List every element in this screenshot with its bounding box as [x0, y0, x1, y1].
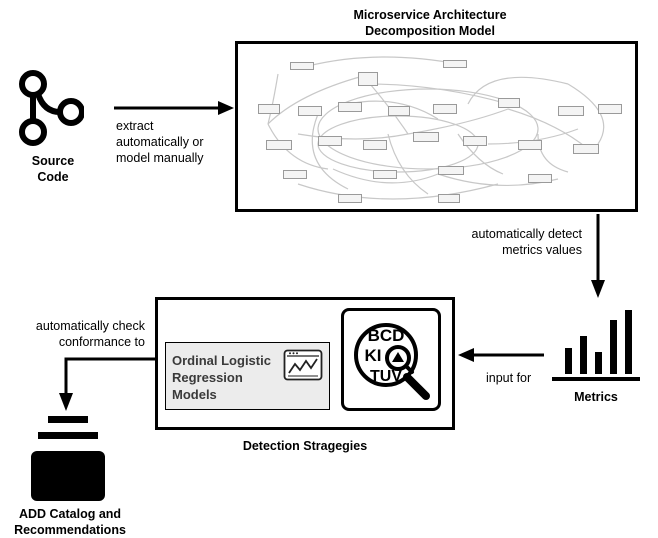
git-branch-icon: [19, 70, 84, 146]
diagram-title: Microservice Architecture Decomposition …: [330, 7, 530, 39]
graph-node: [438, 166, 464, 175]
graph-node: [298, 106, 322, 116]
extract-line3: model manually: [116, 151, 204, 165]
catalog-label: ADD Catalog and Recommendations: [2, 506, 138, 538]
graph-node: [363, 140, 387, 150]
graph-node: [338, 102, 362, 112]
diagram-title-line1: Microservice Architecture: [353, 8, 507, 22]
source-code-label: Source Code: [18, 153, 88, 185]
letters-row1: BCD: [368, 326, 405, 345]
graph-node: [573, 144, 599, 154]
arrow-extract: [114, 101, 234, 115]
arrow-detect: [591, 214, 605, 298]
olr-line3: Models: [172, 387, 217, 402]
graph-node: [463, 136, 487, 146]
graph-node: [433, 104, 457, 114]
graph-node: [358, 72, 378, 86]
arrow-input: [458, 348, 544, 362]
extract-line1: extract: [116, 119, 154, 133]
graph-node: [388, 106, 410, 116]
olr-line1: Ordinal Logistic: [172, 353, 271, 368]
graph-node: [318, 136, 342, 146]
metrics-label: Metrics: [574, 390, 618, 404]
graph-node: [518, 140, 542, 150]
letters-row3: TUV: [370, 368, 402, 385]
catalog-line1: ADD Catalog and: [18, 507, 122, 521]
check-line2: conformance to: [58, 335, 145, 349]
graph-node: [338, 194, 362, 203]
extract-label: extract automatically or model manually: [116, 118, 236, 166]
graph-node: [438, 194, 460, 203]
arrow-check: [59, 357, 155, 411]
graph-node: [258, 104, 280, 114]
diagram-title-line2: Decomposition Model: [365, 24, 495, 38]
source-code-line1: Source: [31, 154, 75, 168]
search-analysis-box: BCD KI TUV: [341, 308, 441, 411]
graph-node: [443, 60, 467, 68]
line-chart-icon: [283, 349, 323, 381]
graph-node: [558, 106, 584, 116]
graph-node: [528, 174, 552, 183]
catalog-line2: Recommendations: [14, 523, 126, 537]
detect-line1: automatically detect: [471, 227, 582, 241]
source-code-line2: Code: [37, 170, 69, 184]
detect-label: automatically detect metrics values: [470, 226, 582, 258]
extract-line2: automatically or: [116, 135, 204, 149]
letters-row2: KI: [365, 346, 382, 365]
graph-node: [373, 170, 397, 179]
decomposition-model-box: [235, 41, 638, 212]
bar-chart-icon: [552, 310, 640, 381]
detect-line2: metrics values: [502, 243, 582, 257]
graph-node: [290, 62, 314, 70]
check-line1: automatically check: [35, 319, 145, 333]
graph-node: [498, 98, 520, 108]
input-label: input for: [486, 371, 532, 385]
olr-models-label: Ordinal Logistic Regression Models: [172, 352, 282, 403]
check-label: automatically check conformance to: [4, 318, 145, 350]
detection-strategies-label: Detection Stragegies: [242, 439, 368, 453]
graph-node: [413, 132, 439, 142]
graph-node: [283, 170, 307, 179]
architecture-graph-edges: [267, 56, 605, 200]
graph-node: [266, 140, 292, 150]
stacked-layers-icon: [31, 416, 105, 501]
magnifier-letters-icon: BCD KI TUV: [354, 323, 430, 400]
olr-line2: Regression: [172, 370, 243, 385]
graph-node: [598, 104, 622, 114]
